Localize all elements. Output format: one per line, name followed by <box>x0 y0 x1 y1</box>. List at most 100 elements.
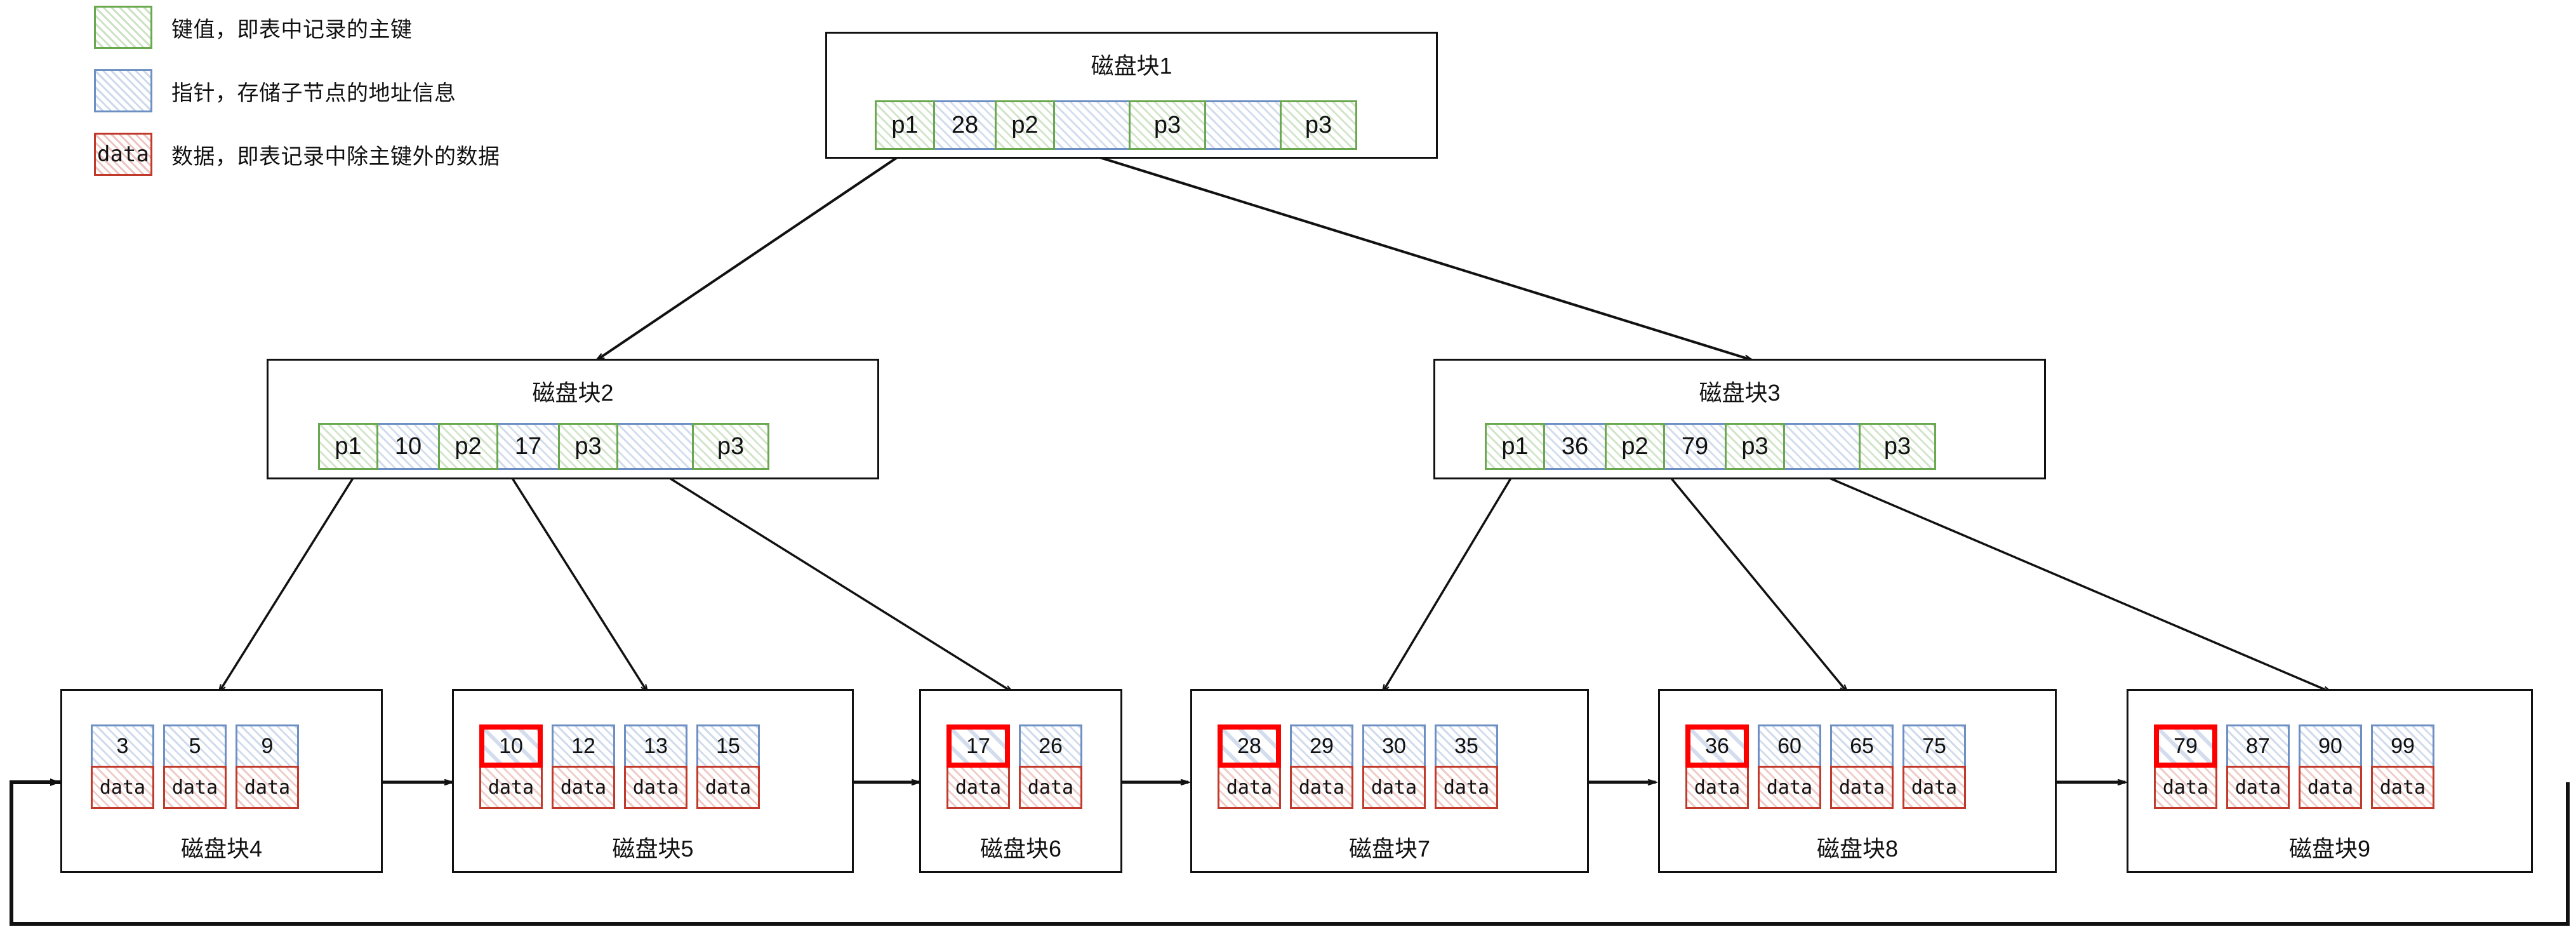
record-data[interactable]: data <box>696 766 760 809</box>
record-data[interactable]: data <box>2226 766 2290 809</box>
record-block5-0[interactable]: 10 data <box>479 724 543 809</box>
record-data[interactable]: data <box>624 766 687 809</box>
node-block2[interactable]: 磁盘块2 p1 10 p2 17 p3 p3 <box>267 359 879 479</box>
cell-block1-5[interactable] <box>1204 100 1282 150</box>
record-block4-1[interactable]: 5 data <box>163 724 227 809</box>
record-data[interactable]: data <box>1019 766 1082 809</box>
node-block6[interactable]: 17 data 26 data 磁盘块6 <box>919 689 1122 873</box>
cell-block1-0[interactable]: p1 <box>875 100 935 150</box>
record-block9-3[interactable]: 99 data <box>2371 724 2434 809</box>
cell-block2-2[interactable]: p2 <box>438 423 498 470</box>
record-key[interactable]: 29 <box>1290 724 1353 768</box>
record-key[interactable]: 30 <box>1362 724 1426 768</box>
node-block9[interactable]: 79 data 87 data 90 data 99 data 磁盘块9 <box>2127 689 2533 873</box>
record-block7-3[interactable]: 35 data <box>1435 724 1498 809</box>
cell-block3-4[interactable]: p3 <box>1725 423 1785 470</box>
record-key[interactable]: 5 <box>163 724 227 768</box>
cell-block2-4[interactable]: p3 <box>558 423 618 470</box>
node-block3[interactable]: 磁盘块3 p1 36 p2 79 p3 p3 <box>1433 359 2046 479</box>
record-key[interactable]: 65 <box>1830 724 1894 768</box>
record-key[interactable]: 12 <box>552 724 615 768</box>
record-data[interactable]: data <box>1362 766 1426 809</box>
record-data[interactable]: data <box>1218 766 1281 809</box>
cell-block2-1[interactable]: 10 <box>376 423 440 470</box>
edge-block2-p1-block4 <box>219 476 355 692</box>
record-block8-0[interactable]: 36 data <box>1685 724 1749 809</box>
record-data[interactable]: data <box>2154 766 2217 809</box>
record-data[interactable]: data <box>946 766 1010 809</box>
cell-block3-1[interactable]: 36 <box>1543 423 1607 470</box>
record-key-highlighted[interactable]: 10 <box>479 724 543 768</box>
record-data[interactable]: data <box>236 766 299 809</box>
cell-block1-6[interactable]: p3 <box>1280 100 1357 150</box>
record-data[interactable]: data <box>2371 766 2434 809</box>
record-data[interactable]: data <box>163 766 227 809</box>
cell-block1-4[interactable]: p3 <box>1129 100 1206 150</box>
record-data[interactable]: data <box>91 766 154 809</box>
record-key-highlighted[interactable]: 36 <box>1685 724 1749 768</box>
record-data[interactable]: data <box>1902 766 1966 809</box>
record-key[interactable]: 13 <box>624 724 687 768</box>
record-block7-2[interactable]: 30 data <box>1362 724 1426 809</box>
record-block6-0[interactable]: 17 data <box>946 724 1010 809</box>
cell-block1-3[interactable] <box>1053 100 1131 150</box>
record-block5-3[interactable]: 15 data <box>696 724 760 809</box>
record-key[interactable]: 26 <box>1019 724 1082 768</box>
record-key[interactable]: 87 <box>2226 724 2290 768</box>
record-key[interactable]: 90 <box>2299 724 2362 768</box>
record-key[interactable]: 3 <box>91 724 154 768</box>
record-data[interactable]: data <box>1830 766 1894 809</box>
record-key[interactable]: 99 <box>2371 724 2434 768</box>
record-block6-1[interactable]: 26 data <box>1019 724 1082 809</box>
cell-block3-0[interactable]: p1 <box>1485 423 1545 470</box>
edge-block2-p3-block6 <box>666 475 1012 692</box>
node-block5[interactable]: 10 data 12 data 13 data 15 data 磁盘块5 <box>452 689 854 873</box>
record-block8-1[interactable]: 60 data <box>1758 724 1821 809</box>
cell-block1-1[interactable]: 28 <box>933 100 997 150</box>
record-key[interactable]: 35 <box>1435 724 1498 768</box>
record-key[interactable]: 75 <box>1902 724 1966 768</box>
node-block7[interactable]: 28 data 29 data 30 data 35 data 磁盘块7 <box>1190 689 1589 873</box>
node-block8[interactable]: 36 data 60 data 65 data 75 data 磁盘块8 <box>1658 689 2057 873</box>
cell-block3-5[interactable] <box>1783 423 1861 470</box>
record-key-highlighted[interactable]: 28 <box>1218 724 1281 768</box>
record-block9-0[interactable]: 79 data <box>2154 724 2217 809</box>
record-block4-2[interactable]: 9 data <box>236 724 299 809</box>
record-block8-3[interactable]: 75 data <box>1902 724 1966 809</box>
record-key[interactable]: 60 <box>1758 724 1821 768</box>
record-data[interactable]: data <box>1435 766 1498 809</box>
record-key-highlighted[interactable]: 17 <box>946 724 1010 768</box>
edge-block3-p2-block8 <box>1668 475 1847 692</box>
cell-block3-3[interactable]: 79 <box>1663 423 1727 470</box>
cell-block3-6[interactable]: p3 <box>1859 423 1936 470</box>
cell-block1-2[interactable]: p2 <box>995 100 1055 150</box>
record-block7-1[interactable]: 29 data <box>1290 724 1353 809</box>
record-block5-1[interactable]: 12 data <box>552 724 615 809</box>
record-block5-2[interactable]: 13 data <box>624 724 687 809</box>
record-data[interactable]: data <box>552 766 615 809</box>
record-data[interactable]: data <box>479 766 543 809</box>
node-title-block4: 磁盘块4 <box>180 836 263 862</box>
record-block9-1[interactable]: 87 data <box>2226 724 2290 809</box>
record-key-highlighted[interactable]: 79 <box>2154 724 2217 768</box>
cell-block2-5[interactable] <box>616 423 694 470</box>
cell-strip-block2: p1 10 p2 17 p3 p3 <box>318 423 769 470</box>
cell-block2-6[interactable]: p3 <box>692 423 769 470</box>
legend-item-pointer: 指针，存储子节点的地址信息 <box>94 69 500 113</box>
record-key[interactable]: 15 <box>696 724 760 768</box>
record-block9-2[interactable]: 90 data <box>2299 724 2362 809</box>
record-data[interactable]: data <box>2299 766 2362 809</box>
record-block7-0[interactable]: 28 data <box>1218 724 1281 809</box>
record-data[interactable]: data <box>1685 766 1749 809</box>
cell-block2-3[interactable]: 17 <box>496 423 560 470</box>
node-block4[interactable]: 3 data 5 data 9 data 磁盘块4 <box>60 689 383 873</box>
node-block1[interactable]: 磁盘块1 p1 28 p2 p3 p3 <box>825 32 1438 159</box>
record-data[interactable]: data <box>1758 766 1821 809</box>
record-block4-0[interactable]: 3 data <box>91 724 154 809</box>
record-key[interactable]: 9 <box>236 724 299 768</box>
record-block8-2[interactable]: 65 data <box>1830 724 1894 809</box>
edge-block1-p1-block2 <box>597 146 913 360</box>
record-data[interactable]: data <box>1290 766 1353 809</box>
cell-block2-0[interactable]: p1 <box>318 423 378 470</box>
cell-block3-2[interactable]: p2 <box>1605 423 1665 470</box>
